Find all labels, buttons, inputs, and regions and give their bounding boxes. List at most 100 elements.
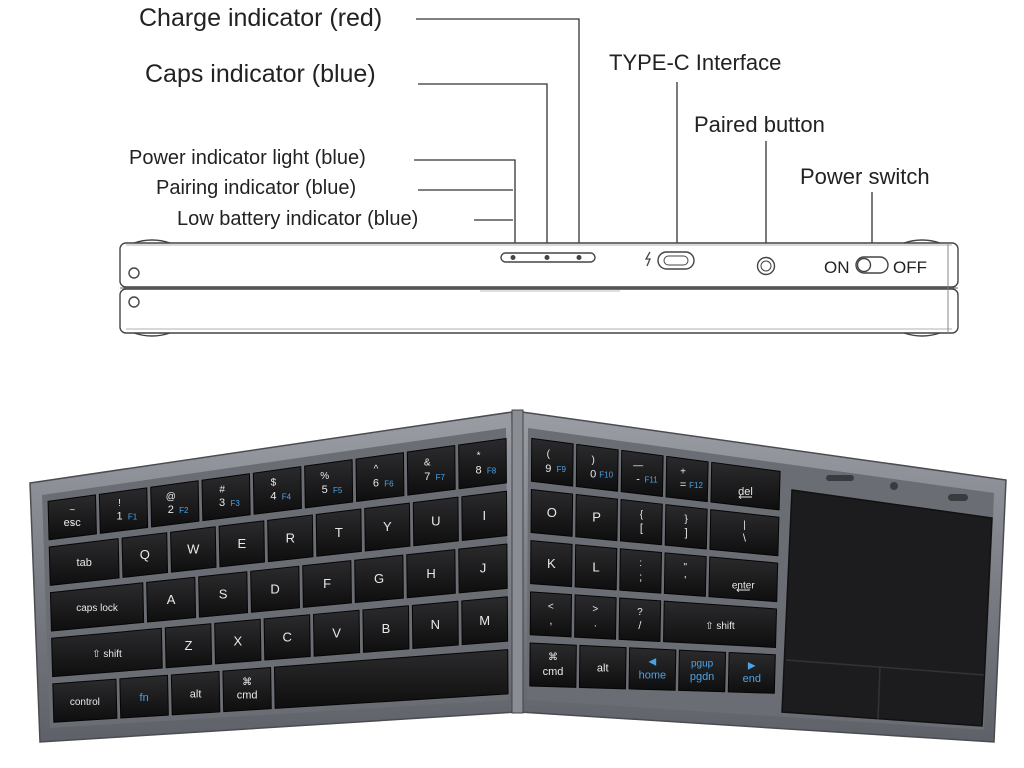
right-keycap[interactable] (620, 449, 664, 497)
left-keycap[interactable] (51, 627, 163, 678)
right-keycap[interactable] (618, 597, 662, 642)
right-key-2-2[interactable]: :; (619, 548, 662, 594)
left-keycap[interactable] (273, 649, 509, 709)
left-key-1-8[interactable]: I (461, 490, 508, 541)
left-key-2-5[interactable]: G (354, 554, 404, 604)
left-key-4-3[interactable]: ⌘cmd (222, 666, 272, 713)
left-key-1-0[interactable]: tab (48, 538, 120, 586)
right-key-3-0[interactable]: <, (529, 591, 573, 638)
left-keycap[interactable] (302, 560, 352, 608)
left-keycap[interactable] (458, 543, 508, 594)
right-keycap[interactable] (530, 540, 573, 588)
right-key-1-4[interactable]: |\ (709, 509, 780, 557)
right-keycap[interactable] (663, 600, 778, 648)
right-keycap[interactable] (665, 455, 709, 503)
left-keycap[interactable] (164, 623, 213, 669)
left-keycap[interactable] (461, 490, 508, 541)
left-keycap[interactable] (364, 502, 411, 552)
left-key-3-3[interactable]: C (263, 614, 311, 661)
right-key-4-0[interactable]: ⌘cmd (529, 642, 577, 688)
right-key-1-0[interactable]: O (530, 488, 574, 537)
right-key-2-0[interactable]: K (530, 540, 573, 588)
left-key-3-1[interactable]: Z (164, 623, 213, 669)
left-key-3-7[interactable]: M (461, 596, 509, 646)
left-key-4-2[interactable]: alt (170, 670, 221, 716)
left-key-1-1[interactable]: Q (121, 532, 169, 578)
left-keycap[interactable] (214, 618, 262, 665)
left-keycap[interactable] (48, 538, 120, 586)
right-keycap[interactable] (628, 647, 677, 691)
left-keycap[interactable] (315, 508, 362, 557)
right-key-4-1[interactable]: alt (578, 644, 627, 690)
left-keycap[interactable] (150, 480, 200, 528)
left-keycap[interactable] (263, 614, 311, 661)
left-keycap[interactable] (458, 437, 507, 490)
left-keycap[interactable] (121, 532, 169, 578)
left-key-4-1[interactable]: fn (119, 674, 169, 719)
left-keycap[interactable] (222, 666, 272, 713)
left-keycap[interactable] (412, 496, 459, 547)
left-keycap[interactable] (250, 565, 300, 613)
right-key-4-4[interactable]: ▶end (727, 652, 776, 694)
right-keycap[interactable] (710, 461, 781, 511)
left-key-0-0[interactable]: ~esc` (47, 494, 97, 541)
left-key-3-0[interactable]: ⇧ shift (51, 627, 163, 678)
left-keycap[interactable] (201, 473, 251, 522)
right-keycap[interactable] (529, 642, 577, 688)
left-keycap[interactable] (411, 600, 459, 650)
right-keycap[interactable] (578, 644, 627, 690)
right-keycap[interactable] (575, 443, 619, 492)
right-keycap[interactable] (727, 652, 776, 694)
right-keycap[interactable] (619, 548, 662, 594)
left-key-3-2[interactable]: X (214, 618, 262, 665)
right-keycap[interactable] (530, 437, 574, 487)
right-keycap[interactable] (663, 552, 707, 597)
right-keycap[interactable] (574, 544, 618, 591)
left-keycap[interactable] (267, 514, 314, 563)
left-key-3-6[interactable]: N (411, 600, 459, 650)
left-keycap[interactable] (198, 571, 249, 618)
left-keycap[interactable] (146, 576, 197, 623)
left-keycap[interactable] (47, 494, 97, 541)
right-keycap[interactable] (619, 499, 663, 546)
left-keycap[interactable] (119, 674, 169, 719)
left-key-1-7[interactable]: U (412, 496, 459, 547)
left-key-2-6[interactable]: H (406, 549, 456, 599)
left-keycap[interactable] (252, 466, 302, 515)
right-keycap[interactable] (575, 494, 618, 542)
right-key-3-3[interactable]: ⇧ shift (663, 600, 778, 648)
left-key-2-2[interactable]: S (198, 571, 249, 618)
right-keycap[interactable] (708, 556, 779, 603)
right-key-0-2[interactable]: —-F11 (620, 449, 664, 497)
left-key-4-0[interactable]: control (52, 678, 118, 723)
left-key-1-3[interactable]: E (218, 520, 265, 568)
left-keycap[interactable] (354, 554, 404, 604)
right-key-2-4[interactable]: enter⟵ (708, 556, 779, 603)
right-keycap[interactable] (574, 594, 617, 640)
right-keycap[interactable] (709, 509, 780, 557)
left-key-2-1[interactable]: A (146, 576, 197, 623)
left-key-1-6[interactable]: Y (364, 502, 411, 552)
left-keycap[interactable] (406, 549, 456, 599)
left-key-2-0[interactable]: caps lock (49, 582, 145, 632)
right-key-1-2[interactable]: {[ (619, 499, 663, 546)
right-key-2-1[interactable]: L (574, 544, 618, 591)
right-key-1-1[interactable]: P (575, 494, 618, 542)
left-keycap[interactable] (304, 459, 354, 509)
left-keycap[interactable] (170, 526, 217, 573)
left-keycap[interactable] (218, 520, 265, 568)
left-key-2-3[interactable]: D (250, 565, 300, 613)
left-key-2-4[interactable]: F (302, 560, 352, 608)
left-keycap[interactable] (49, 582, 145, 632)
left-keycap[interactable] (313, 609, 361, 657)
right-keycap[interactable] (530, 488, 574, 537)
